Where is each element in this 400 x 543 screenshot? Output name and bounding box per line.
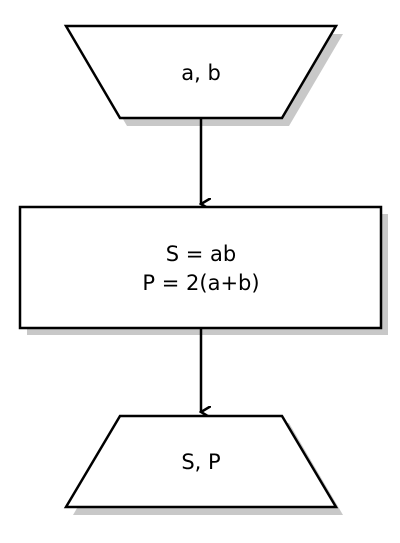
input-block: a, b [63, 24, 343, 126]
output-block-shape [63, 414, 339, 509]
output-block: S, P [63, 414, 343, 515]
process-block-shape [18, 205, 383, 330]
process-block-line1: S = ab [166, 242, 236, 266]
input-block-label: a, b [181, 61, 221, 85]
output-block-label: S, P [181, 450, 220, 474]
process-block: S = ab P = 2(a+b) [18, 205, 388, 335]
input-block-shape [63, 24, 339, 120]
process-block-line2: P = 2(a+b) [142, 271, 259, 295]
